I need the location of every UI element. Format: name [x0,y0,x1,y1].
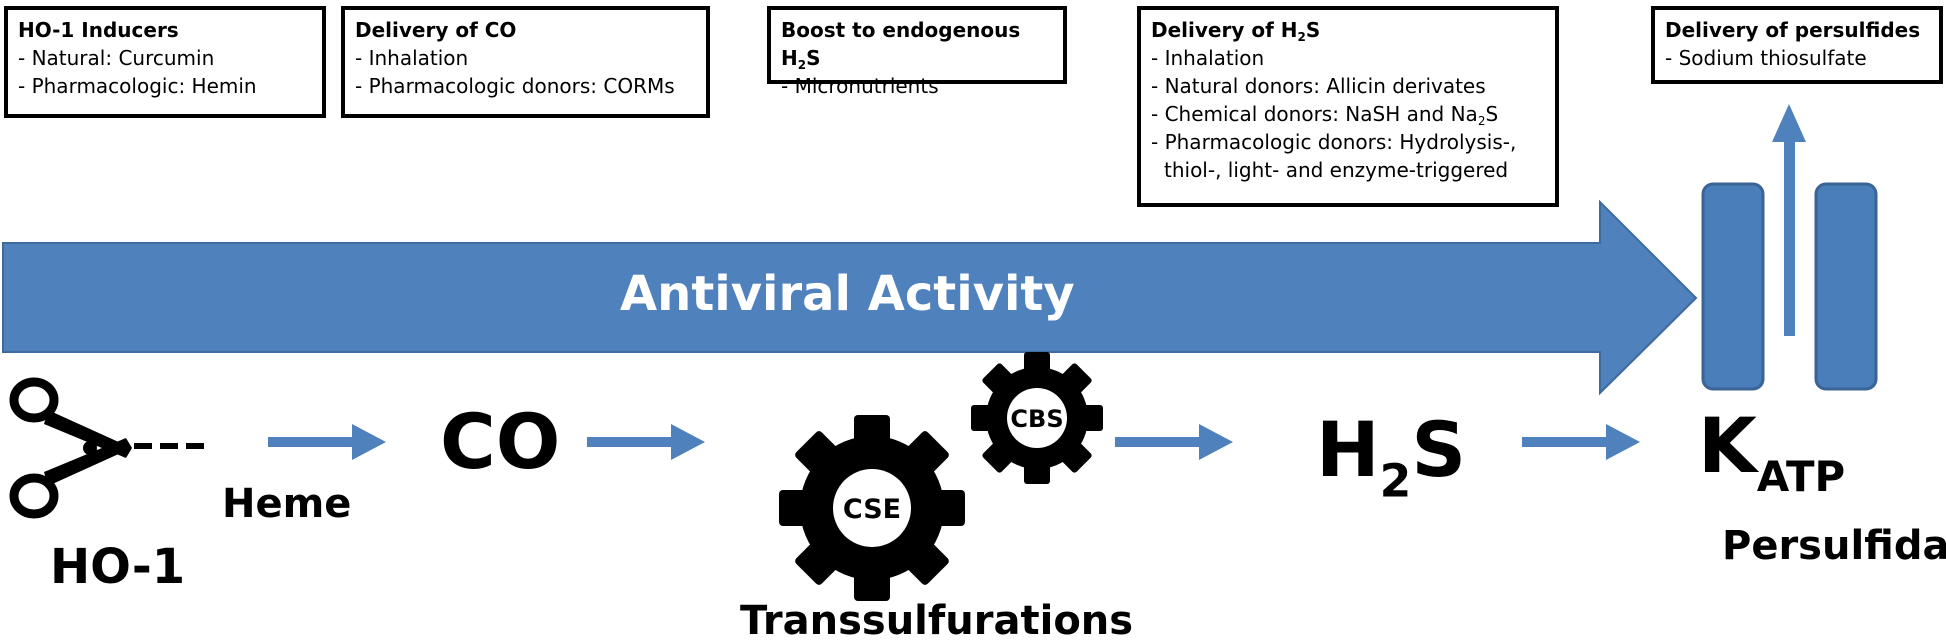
delivery-h2s-box: Delivery of H2S - Inhalation - Natural d… [1137,6,1559,207]
antiviral-activity-label: Antiviral Activity [620,266,1075,322]
box-item: - Natural: Curcumin [18,46,215,70]
scissors-icon [9,377,204,519]
katp-label: KATP [1698,401,1846,501]
box-item: - Pharmacologic: Hemin [18,74,257,98]
ion-channel-icon [1701,104,1878,391]
arrow-transsulfuration-to-h2s [1115,424,1233,460]
box-item: - Micronutrients [781,74,939,98]
transsulfurations-label: Transsulfurations [740,598,1134,644]
box-item: - Inhalation [1151,46,1265,70]
antiviral-banner-arrow [2,199,1698,396]
boost-h2s-box: Boost to endogenous H2S - Micronutrients [767,6,1067,98]
gear-large-label: CSE [843,494,901,525]
ho1-inducers-box: HO-1 Inducers - Natural: Curcumin - Phar… [4,6,326,118]
box-item: - Pharmacologic donors: Hydrolysis-, [1151,130,1517,154]
persulfidation-label: Persulfidation [1722,523,1946,569]
box-item: - Sodium thiosulfate [1665,46,1867,70]
box-title: Delivery of CO [355,18,517,42]
arrow-h2s-to-katp [1522,424,1640,460]
box-title: Delivery of H2S [1151,18,1321,45]
box-title: Delivery of persulfides [1665,18,1921,42]
heme-label: Heme [222,481,352,527]
pathway-arrows [268,424,1640,460]
delivery-co-box: Delivery of CO - Inhalation - Pharmacolo… [341,6,710,118]
box-title: HO-1 Inducers [18,18,179,42]
arrow-co-to-transsulfuration [587,424,705,460]
gear-small-label: CBS [1010,405,1063,433]
gear-icon: CBS CSE [779,352,1103,601]
box-item: - Inhalation [355,46,469,70]
co-label: CO [440,397,561,486]
box-item: - Natural donors: Allicin derivates [1151,74,1486,98]
box-title: Boost to endogenous H2S [781,18,1021,73]
h2s-label: H2S [1316,405,1467,508]
box-item: - Chemical donors: NaSH and Na2S [1151,102,1499,129]
box-item: thiol-, light- and enzyme-triggered [1164,158,1509,182]
ho1-label: HO-1 [50,539,186,595]
delivery-persulfides-box: Delivery of persulfides - Sodium thiosul… [1651,6,1943,84]
box-item: - Pharmacologic donors: CORMs [355,74,675,98]
arrow-heme-to-co [268,424,386,460]
